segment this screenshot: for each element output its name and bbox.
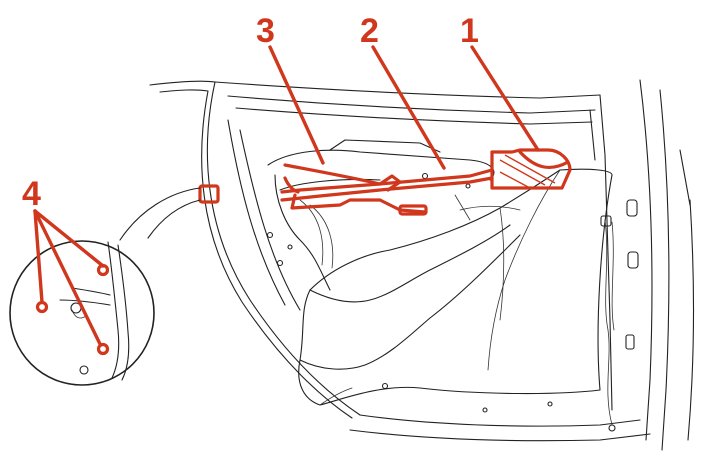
leader-3 — [268, 45, 325, 165]
callout-1: 1 — [460, 12, 479, 50]
callout-leaders — [33, 45, 540, 346]
vapor-barrier-sheet — [298, 168, 613, 406]
callout-2: 2 — [360, 12, 379, 50]
highlighted-components — [198, 148, 572, 216]
callout-3: 3 — [256, 12, 275, 50]
inner-panel-details — [266, 139, 639, 432]
leader-2 — [371, 45, 446, 170]
leader-1 — [470, 45, 540, 152]
callout-labels: 1 2 3 4 — [22, 12, 479, 213]
door-frame — [149, 79, 695, 451]
callout-4: 4 — [22, 175, 41, 213]
leader-4b — [33, 209, 44, 304]
leader-4a — [33, 209, 105, 268]
leader-4c — [33, 209, 102, 346]
